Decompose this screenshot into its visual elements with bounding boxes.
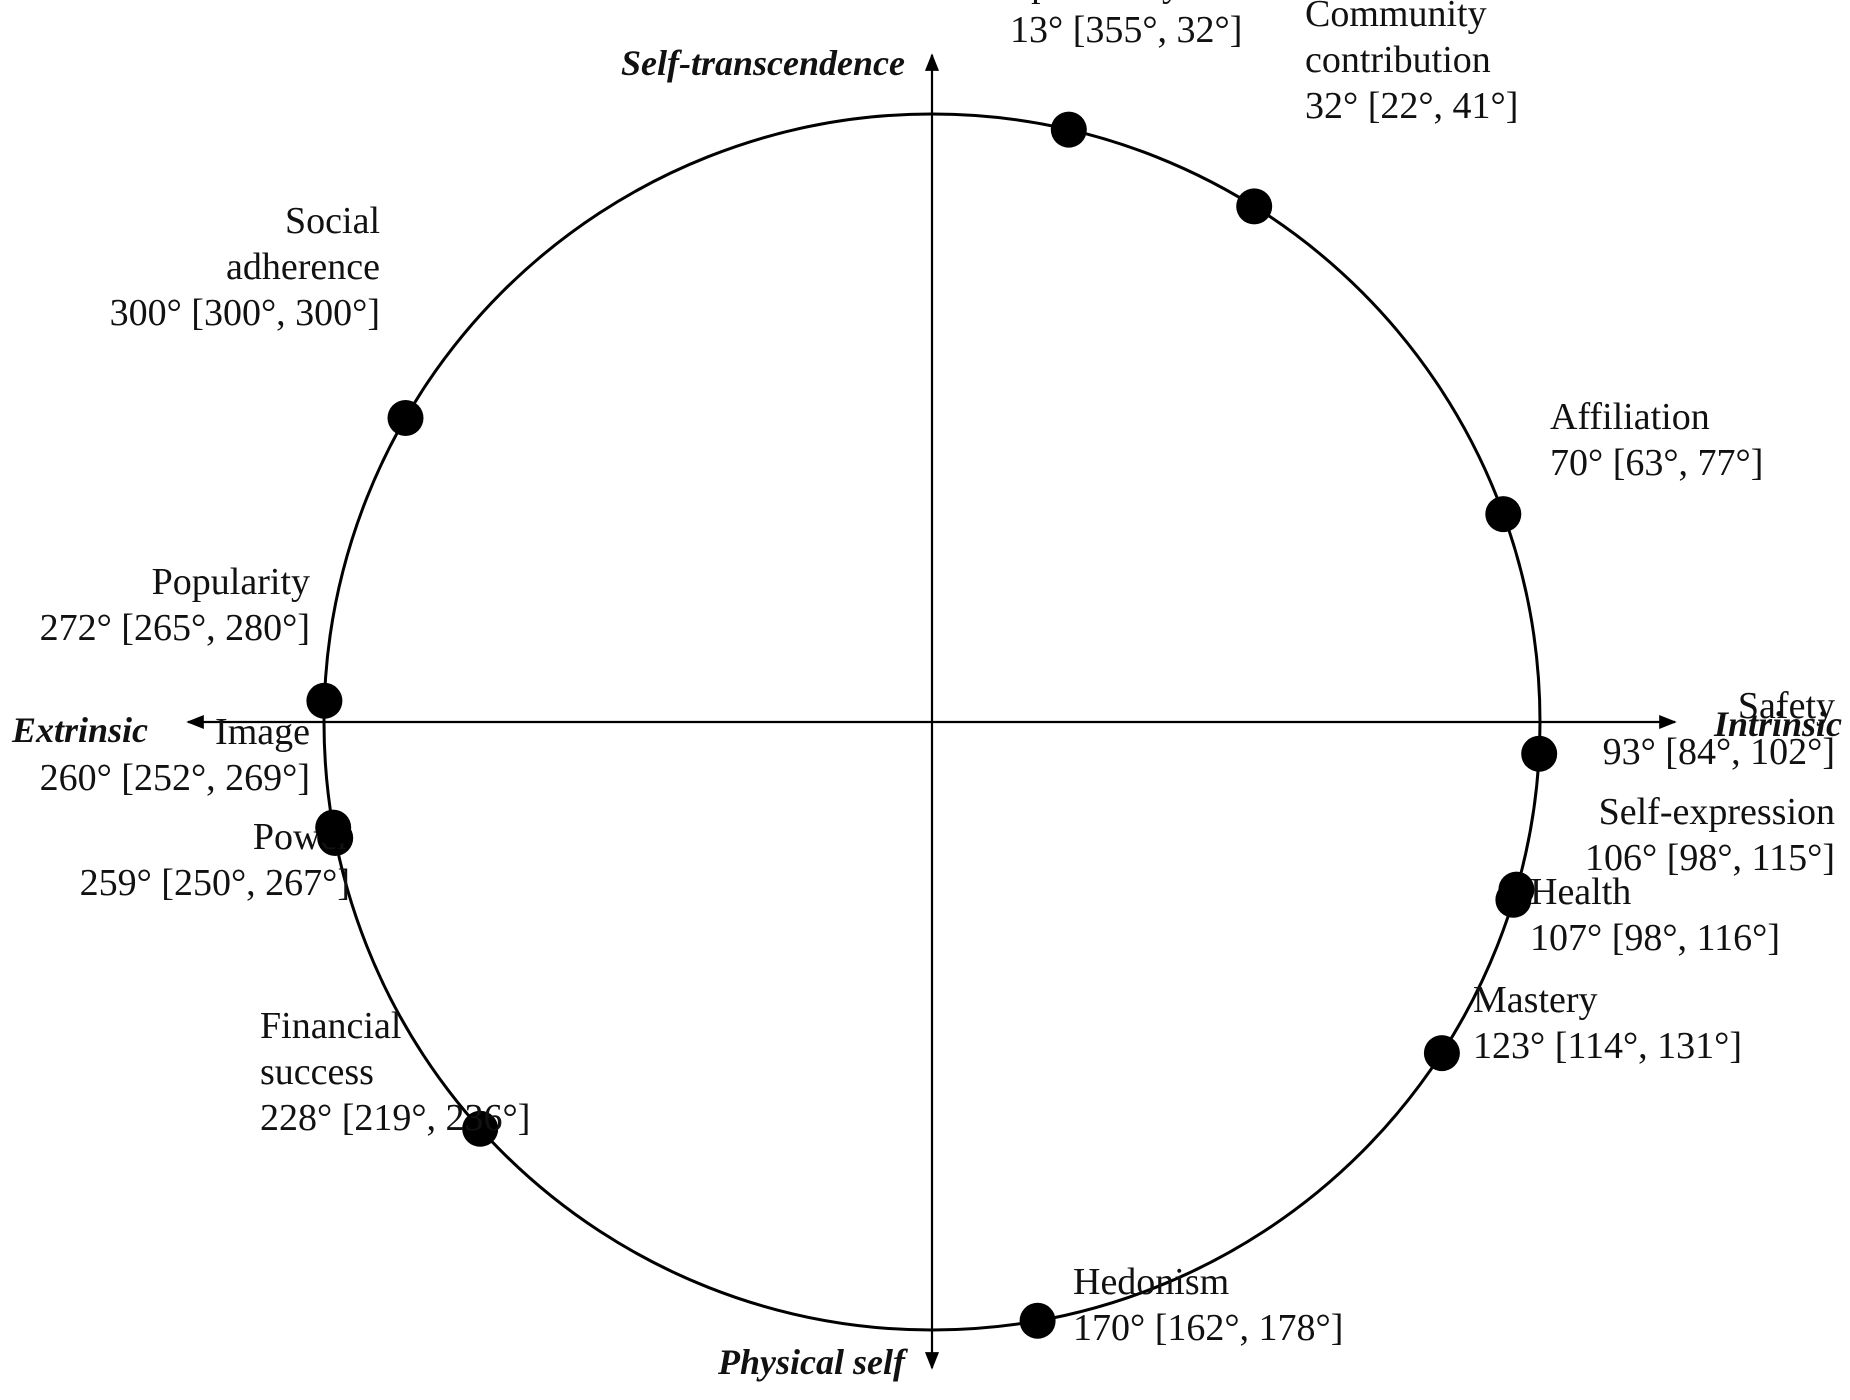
label-line: 260° [252°, 269°] [40, 757, 310, 799]
label-line: 170° [162°, 178°] [1073, 1307, 1343, 1349]
label-spirituality: Spirituality 13° [355°, 32°] [1010, 0, 1242, 51]
axis-label-right: Intrinsic [1713, 704, 1842, 744]
label-line: Social [285, 200, 380, 242]
point-popularity [306, 682, 343, 719]
label-line: 300° [300°, 300°] [110, 292, 380, 334]
label-line: Mastery [1473, 979, 1598, 1021]
label-line: Self-expression [1599, 791, 1835, 833]
label-line: 107° [98°, 116°] [1530, 917, 1780, 959]
label-line: 123° [114°, 131°] [1473, 1025, 1742, 1067]
label-line: Financial [260, 1005, 401, 1047]
label-line: 32° [22°, 41°] [1305, 85, 1518, 127]
label-line: 13° [355°, 32°] [1010, 9, 1242, 51]
label-line: 70° [63°, 77°] [1550, 442, 1763, 484]
point-mastery [1423, 1035, 1460, 1072]
label-line: 259° [250°, 267°] [80, 862, 350, 904]
label-line: contribution [1305, 39, 1491, 81]
label-line: 106° [98°, 115°] [1585, 837, 1835, 879]
point-social-adherence [387, 400, 424, 436]
axis-label-bottom: Physical self [717, 1342, 908, 1382]
label-line: success [260, 1051, 374, 1093]
label-line: 93° [84°, 102°] [1603, 731, 1835, 773]
point-financial-success [462, 1110, 499, 1147]
label-line: Safety [1738, 685, 1835, 727]
point-hedonism [1019, 1302, 1056, 1339]
point-health [1495, 881, 1532, 918]
label-line: Health [1530, 871, 1631, 913]
point-safety [1521, 735, 1558, 772]
label-line: Popularity [152, 561, 310, 603]
point-spirituality [1050, 111, 1087, 148]
label-line: 272° [265°, 280°] [40, 607, 310, 649]
label-line: Hedonism [1073, 1261, 1229, 1303]
label-line: 228° [219°, 236°] [260, 1097, 530, 1139]
label-line: Community [1305, 0, 1487, 35]
label-line: adherence [226, 246, 380, 288]
label-line: Affiliation [1550, 396, 1710, 438]
point-community-contribution [1236, 188, 1273, 225]
label-line: Spirituality [1010, 0, 1181, 5]
axis-label-left: Extrinsic [11, 710, 148, 750]
point-affiliation [1485, 496, 1522, 533]
label-line: Image [215, 711, 310, 753]
point-image [315, 809, 352, 846]
axis-label-top: Self-transcendence [621, 43, 905, 83]
